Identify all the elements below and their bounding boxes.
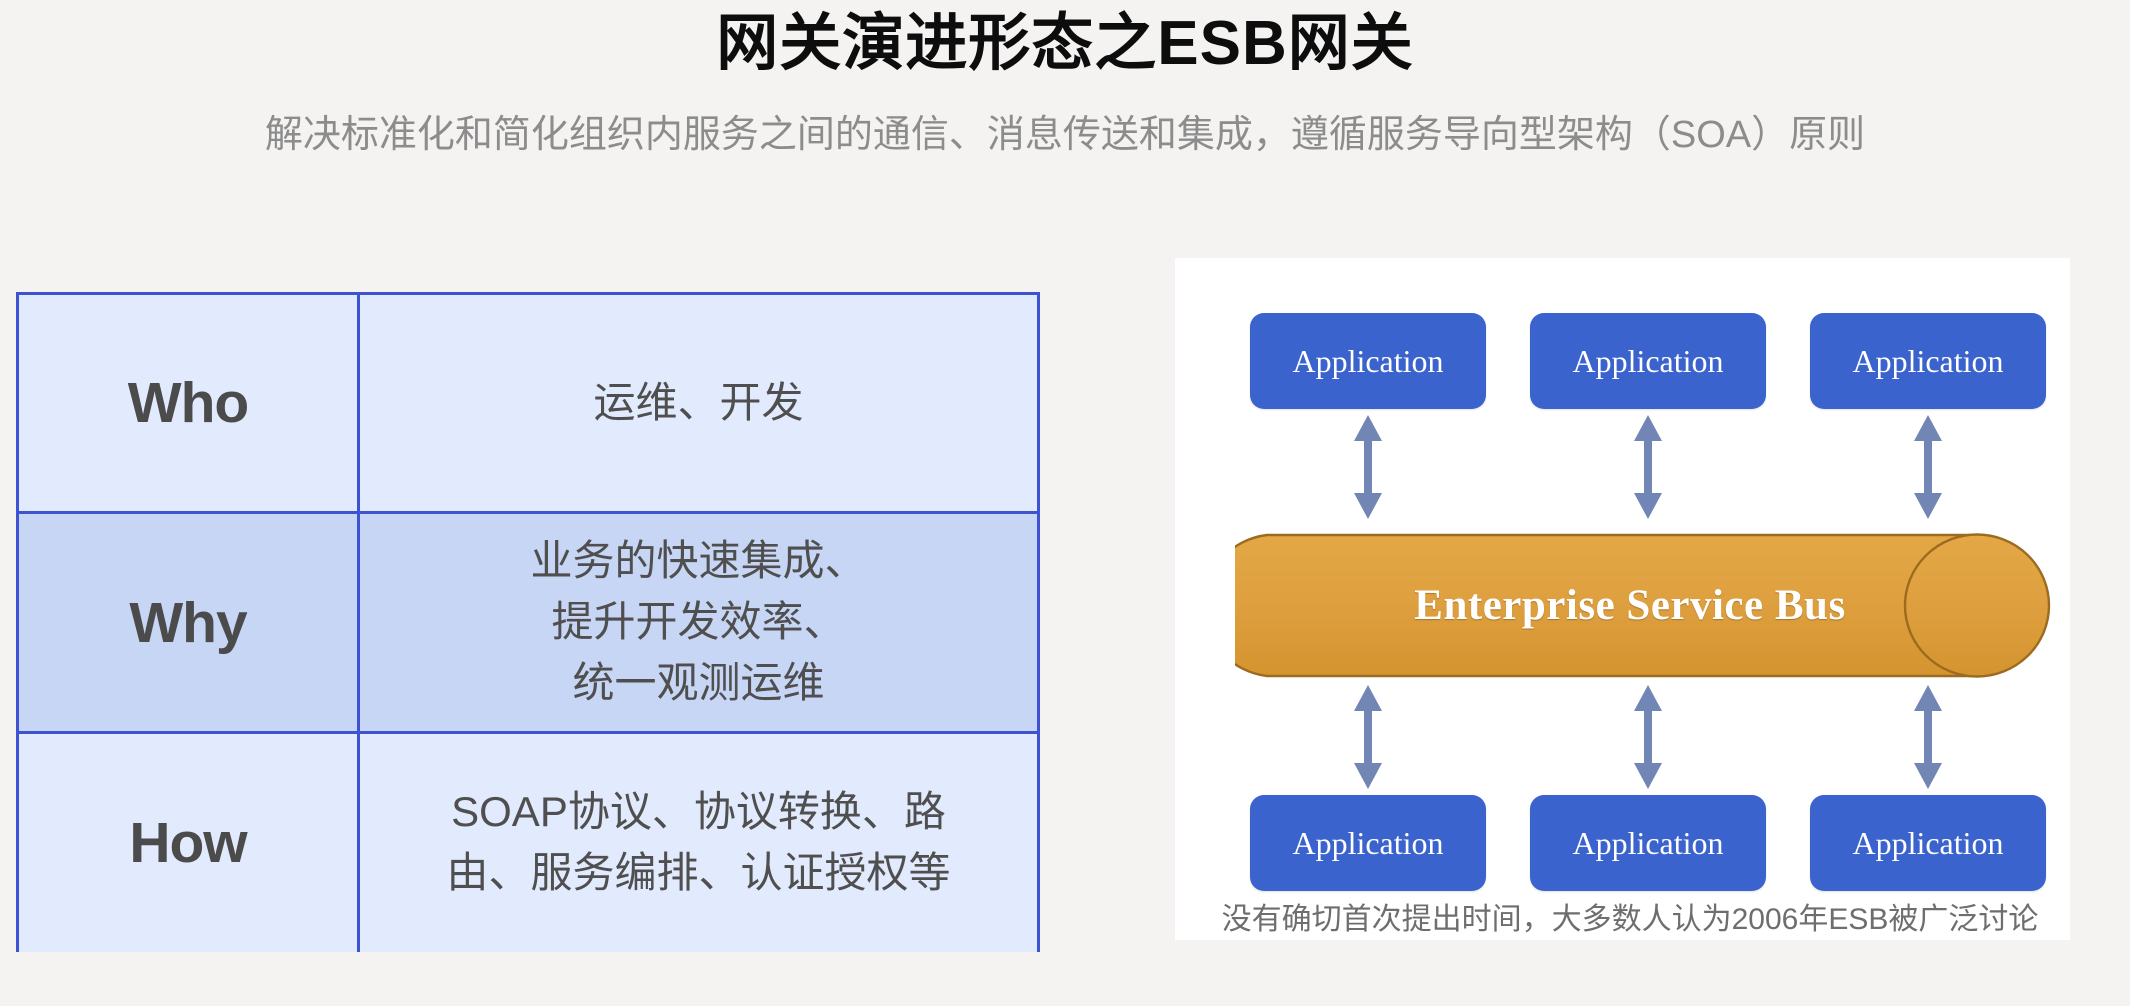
double-arrow-icon [1634, 685, 1662, 789]
table-cell-key-how: How [19, 734, 360, 952]
table-cell-value-how: SOAP协议、协议转换、路 由、服务编排、认证授权等 [446, 788, 951, 896]
table-row: Who 运维、开发 [19, 295, 1037, 514]
enterprise-service-bus-cylinder [1235, 533, 2051, 678]
application-box-bottom-2: Application [1530, 795, 1766, 891]
application-box-top-1: Application [1250, 313, 1486, 409]
double-arrow-icon [1914, 415, 1942, 519]
table-cell-key-who: Who [19, 295, 360, 511]
double-arrow-icon [1354, 685, 1382, 789]
info-table: Who 运维、开发 Why 业务的快速集成、 提升开发效率、 统一观测运维 Ho… [16, 292, 1040, 952]
esb-caption: 没有确切首次提出时间，大多数人认为2006年ESB被广泛讨论 [1221, 903, 2039, 936]
table-cell-value-who: 运维、开发 [593, 378, 804, 426]
application-box-bottom-3: Application [1810, 795, 2046, 891]
double-arrow-icon [1354, 415, 1382, 519]
table-row: Why 业务的快速集成、 提升开发效率、 统一观测运维 [19, 514, 1037, 734]
page-subtitle: 解决标准化和简化组织内服务之间的通信、消息传送和集成，遵循服务导向型架构（SOA… [264, 114, 1866, 156]
table-row: How SOAP协议、协议转换、路 由、服务编排、认证授权等 [19, 734, 1037, 952]
table-cell-value-why: 业务的快速集成、 提升开发效率、 统一观测运维 [530, 537, 867, 706]
application-box-top-2: Application [1530, 313, 1766, 409]
double-arrow-icon [1634, 415, 1662, 519]
application-box-top-3: Application [1810, 313, 2046, 409]
page-title: 网关演进形态之ESB网关 [716, 9, 1414, 78]
double-arrow-icon [1914, 685, 1942, 789]
table-cell-key-why: Why [19, 514, 360, 731]
application-box-bottom-1: Application [1250, 795, 1486, 891]
